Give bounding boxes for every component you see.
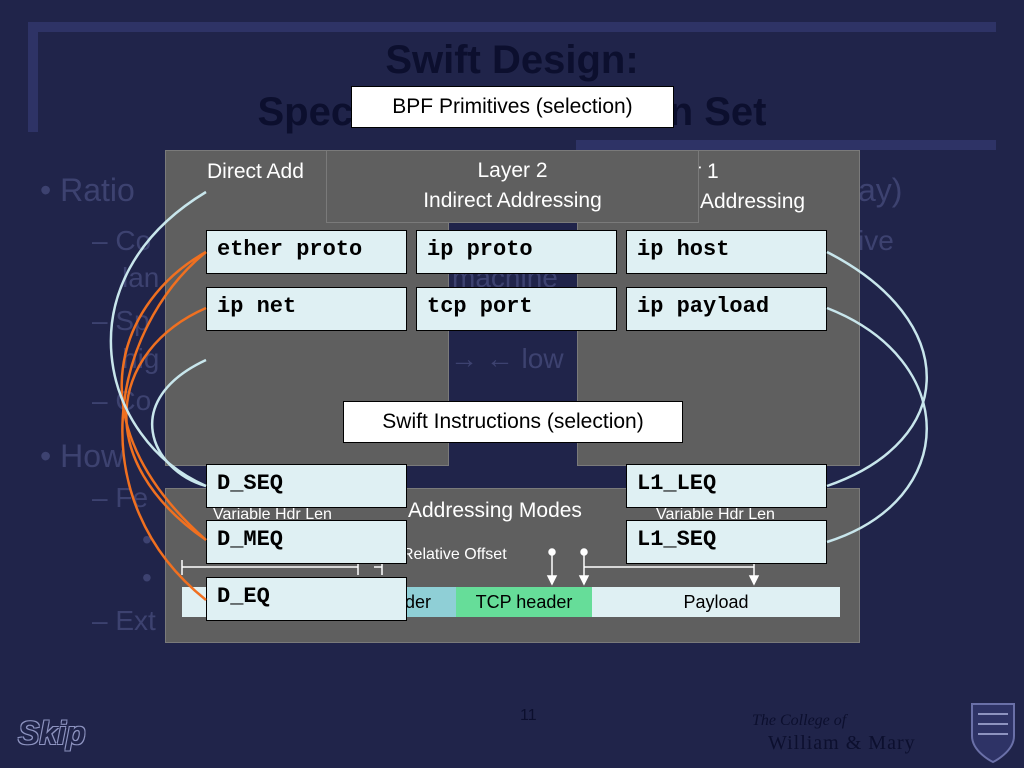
payload-label: Payload bbox=[683, 592, 749, 612]
swift-d-meq: D_MEQ bbox=[206, 520, 407, 564]
layer2-label-line2: Indirect Addressing bbox=[423, 189, 602, 212]
layer2-label-line1: Layer 2 bbox=[477, 159, 548, 182]
bpf-ip-host: ip host bbox=[626, 230, 827, 274]
swift-d-eq: D_EQ bbox=[206, 577, 407, 621]
payload-segment: Payload bbox=[592, 587, 840, 617]
college-line1: The College of bbox=[752, 712, 847, 729]
tcp-header-segment: TCP header bbox=[456, 587, 592, 617]
variable-hdr-len-right: Variable Hdr Len bbox=[656, 506, 775, 523]
skip-button[interactable]: Skip bbox=[18, 715, 86, 751]
bullet-rationale-end: ay) bbox=[858, 172, 903, 208]
addressing-modes-title: Addressing Modes bbox=[408, 499, 582, 522]
ip-header-label: der bbox=[404, 592, 431, 612]
bpf-tcp-port: tcp port bbox=[416, 287, 617, 331]
sub-bullet-3-mid: → ← low bbox=[450, 343, 564, 374]
swift-instructions-callout: Swift Instructions (selection) bbox=[343, 401, 683, 443]
swift-l1-seq: L1_SEQ bbox=[626, 520, 827, 564]
sub-bullet-1-end: ive bbox=[858, 225, 894, 256]
layer2-indirect-panel: Layer 2 Indirect Addressing bbox=[326, 150, 699, 223]
bpf-ip-payload: ip payload bbox=[626, 287, 827, 331]
title-decoration-right bbox=[576, 140, 996, 150]
layer1-label-line2: Addressing bbox=[700, 190, 806, 213]
relative-offset-label: Relative Offset bbox=[402, 546, 507, 563]
college-crest-icon bbox=[971, 703, 1015, 764]
slide-title-line1: Swift Design: bbox=[385, 38, 639, 82]
swift-d-seq: D_SEQ bbox=[206, 464, 407, 508]
title-decoration-bar bbox=[28, 22, 996, 32]
sub-bullet-6: – Ext bbox=[92, 605, 156, 636]
bpf-ip-net: ip net bbox=[206, 287, 407, 331]
bpf-ether-proto: ether proto bbox=[206, 230, 407, 274]
page-number: 11 bbox=[520, 707, 537, 724]
tcp-header-label: TCP header bbox=[475, 592, 573, 612]
direct-addressing-label: Direct Add bbox=[207, 160, 304, 183]
bpf-ip-proto: ip proto bbox=[416, 230, 617, 274]
variable-hdr-len-left: Variable Hdr Len bbox=[213, 506, 332, 523]
swift-l1-leq: L1_LEQ bbox=[626, 464, 827, 508]
bpf-primitives-callout: BPF Primitives (selection) bbox=[351, 86, 674, 128]
title-decoration-left bbox=[28, 22, 38, 132]
college-line2: William & Mary bbox=[768, 732, 916, 754]
